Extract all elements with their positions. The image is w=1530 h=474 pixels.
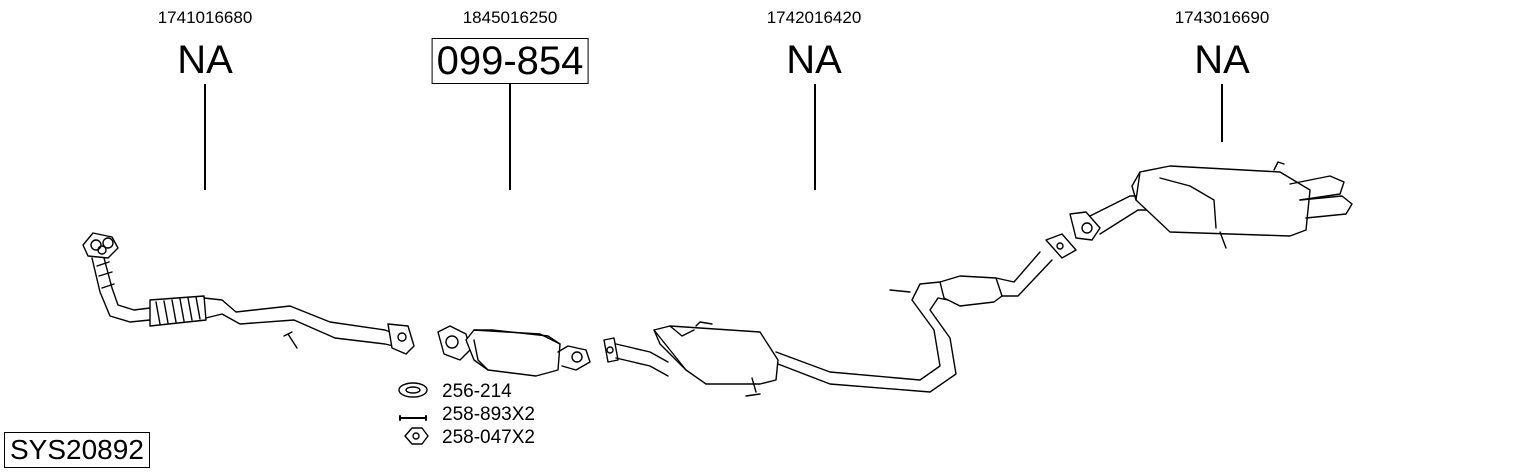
part-4-leader-line xyxy=(1221,84,1223,142)
nut-icon xyxy=(404,427,429,445)
part-4-oe-number: 1743016690 xyxy=(1174,8,1270,27)
part-2-leader-line xyxy=(509,84,511,190)
gasket-ring-icon xyxy=(398,382,428,398)
catalytic-converter-drawing[interactable] xyxy=(437,325,591,377)
part-3-oe-number: 1742016420 xyxy=(766,8,862,27)
part-1-oe-number: 1741016680 xyxy=(157,8,253,27)
part-1-leader-line xyxy=(204,84,206,190)
accessory-bolt-label[interactable]: 258-893X2 xyxy=(442,404,535,425)
part-3-code[interactable]: NA xyxy=(786,38,842,82)
part-2-code[interactable]: 099-854 xyxy=(431,38,589,84)
rear-silencer-drawing[interactable] xyxy=(1069,161,1353,249)
front-pipe-drawing[interactable] xyxy=(82,232,415,355)
part-3-leader-line xyxy=(814,84,816,190)
accessory-gasket-label[interactable]: 256-214 xyxy=(442,381,512,402)
middle-muffler-drawing[interactable] xyxy=(603,233,1077,397)
part-2-oe-number: 1845016250 xyxy=(462,8,558,27)
system-id-label: SYS20892 xyxy=(4,432,150,468)
part-4-code[interactable]: NA xyxy=(1194,38,1250,82)
part-1-code[interactable]: NA xyxy=(177,38,233,82)
bolt-icon xyxy=(399,415,427,421)
accessory-nut-label[interactable]: 258-047X2 xyxy=(442,427,535,448)
